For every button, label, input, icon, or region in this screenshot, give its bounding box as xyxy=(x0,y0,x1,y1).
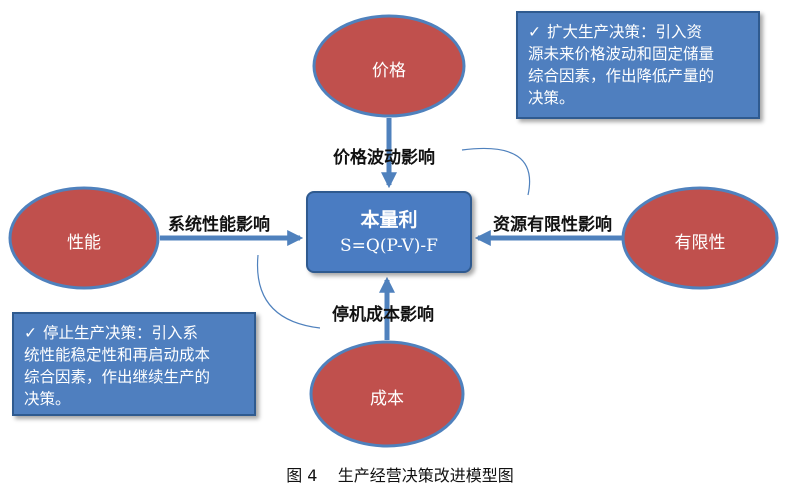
node-price-label: 价格 xyxy=(372,61,406,81)
center-title: 本量利 xyxy=(360,209,418,231)
node-price-ellipse xyxy=(312,14,466,118)
center-formula: S=Q(P-V)-F xyxy=(340,236,438,256)
center-box: 本量利 S=Q(P-V)-F xyxy=(306,191,472,273)
node-cost-ellipse xyxy=(309,340,465,448)
note-stop-line-4: 决策。 xyxy=(24,390,71,408)
node-performance-label: 性能 xyxy=(67,233,101,253)
note-expand-line-4: 决策。 xyxy=(528,89,575,107)
edge-label-shutdown: 停机成本影响 xyxy=(332,305,434,325)
note-stop-line-3: 综合因素，作出继续生产的 xyxy=(24,368,211,386)
node-finite-ellipse xyxy=(621,186,779,290)
node-performance-ellipse xyxy=(8,186,160,290)
note-expand-line-1: ✓扩大生产决策：引入资 xyxy=(528,23,703,41)
note-expand-line-3: 综合因素，作出降低产量的 xyxy=(528,67,715,85)
node-cost-label: 成本 xyxy=(370,389,404,409)
check-icon: ✓ xyxy=(24,324,37,342)
note-expand-line-2: 源未来价格波动和固定储量 xyxy=(528,45,715,63)
note-stop-line-1: ✓停止生产决策：引入系 xyxy=(24,324,199,342)
figure-caption: 图 4 生产经营决策改进模型图 xyxy=(286,466,514,485)
note-expand-production: ✓扩大生产决策：引入资 源未来价格波动和固定储量 综合因素，作出降低产量的 决策… xyxy=(516,11,760,119)
connector-curve-right xyxy=(461,147,531,196)
edge-label-performance: 系统性能影响 xyxy=(168,215,270,235)
edge-label-resource: 资源有限性影响 xyxy=(493,215,612,235)
note-stop-production: ✓停止生产决策：引入系 统性能稳定性和再启动成本 综合因素，作出继续生产的 决策… xyxy=(12,312,256,416)
node-finite-label: 有限性 xyxy=(674,233,726,253)
edge-label-price: 价格波动影响 xyxy=(333,148,435,168)
note-stop-line-2: 统性能稳定性和再启动成本 xyxy=(24,346,211,364)
check-icon: ✓ xyxy=(528,23,541,41)
connector-curve-left xyxy=(256,254,321,329)
